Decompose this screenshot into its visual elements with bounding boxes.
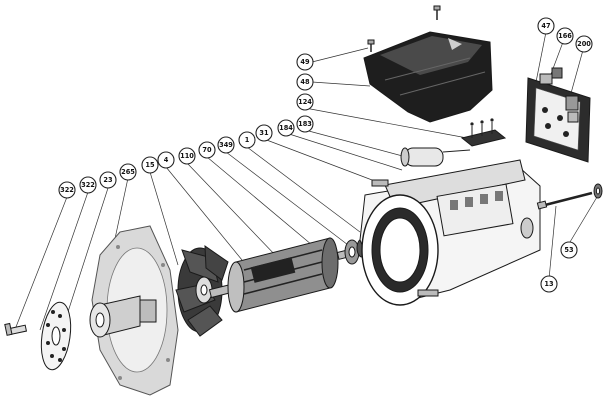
avr-plate-part [525, 67, 591, 163]
cover-screw-part [367, 5, 441, 52]
svg-text:49: 49 [300, 58, 310, 66]
callout-70: 70 [198, 141, 216, 159]
svg-text:110: 110 [180, 152, 194, 160]
callout-166: 166 [556, 27, 574, 45]
svg-text:47: 47 [541, 22, 551, 30]
callout-4: 4 [157, 151, 175, 169]
capacitor-part [400, 147, 471, 167]
svg-text:4: 4 [164, 156, 169, 164]
callout-47: 47 [537, 17, 555, 35]
svg-text:183: 183 [298, 120, 312, 128]
svg-text:349: 349 [219, 141, 233, 149]
drive-disc-part [40, 301, 72, 371]
stator-housing-part [359, 159, 541, 306]
svg-text:166: 166 [558, 32, 572, 40]
svg-text:70: 70 [202, 146, 212, 154]
svg-text:124: 124 [298, 98, 312, 106]
callout-110: 110 [178, 147, 196, 165]
through-bolt-part [536, 183, 603, 210]
callout-184: 184 [277, 119, 295, 137]
callout-200: 200 [575, 35, 593, 53]
drive-hub-part [89, 295, 157, 338]
svg-text:184: 184 [279, 124, 293, 132]
callout-15: 15 [141, 156, 159, 174]
bolt-part [4, 322, 28, 336]
callout-322a: 322 [58, 181, 76, 199]
callout-labels: 322 322 23 265 15 4 110 70 [58, 17, 593, 293]
svg-text:265: 265 [121, 168, 135, 176]
svg-text:31: 31 [259, 129, 269, 137]
svg-text:48: 48 [300, 78, 310, 86]
callout-265: 265 [119, 163, 137, 181]
callout-31: 31 [255, 124, 273, 142]
callout-23: 23 [99, 171, 117, 189]
svg-text:322: 322 [81, 181, 95, 189]
terminal-board-part [460, 118, 507, 147]
callout-13: 13 [540, 275, 558, 293]
callout-183: 183 [296, 115, 314, 133]
callout-49: 49 [296, 53, 314, 71]
callout-124: 124 [296, 93, 314, 111]
callout-53: 53 [560, 241, 578, 259]
svg-text:53: 53 [564, 246, 574, 254]
svg-text:200: 200 [577, 40, 591, 48]
svg-text:13: 13 [544, 280, 554, 288]
callout-1: 1 [238, 131, 256, 149]
svg-text:322: 322 [60, 186, 74, 194]
callout-349: 349 [217, 136, 235, 154]
callout-322b: 322 [79, 176, 97, 194]
cooling-fan-part [175, 245, 229, 337]
svg-text:1: 1 [245, 136, 250, 144]
callout-48: 48 [296, 73, 314, 91]
svg-text:23: 23 [103, 176, 113, 184]
svg-text:15: 15 [145, 161, 155, 169]
rotor-part [208, 237, 360, 313]
terminal-cover-part [363, 31, 493, 123]
